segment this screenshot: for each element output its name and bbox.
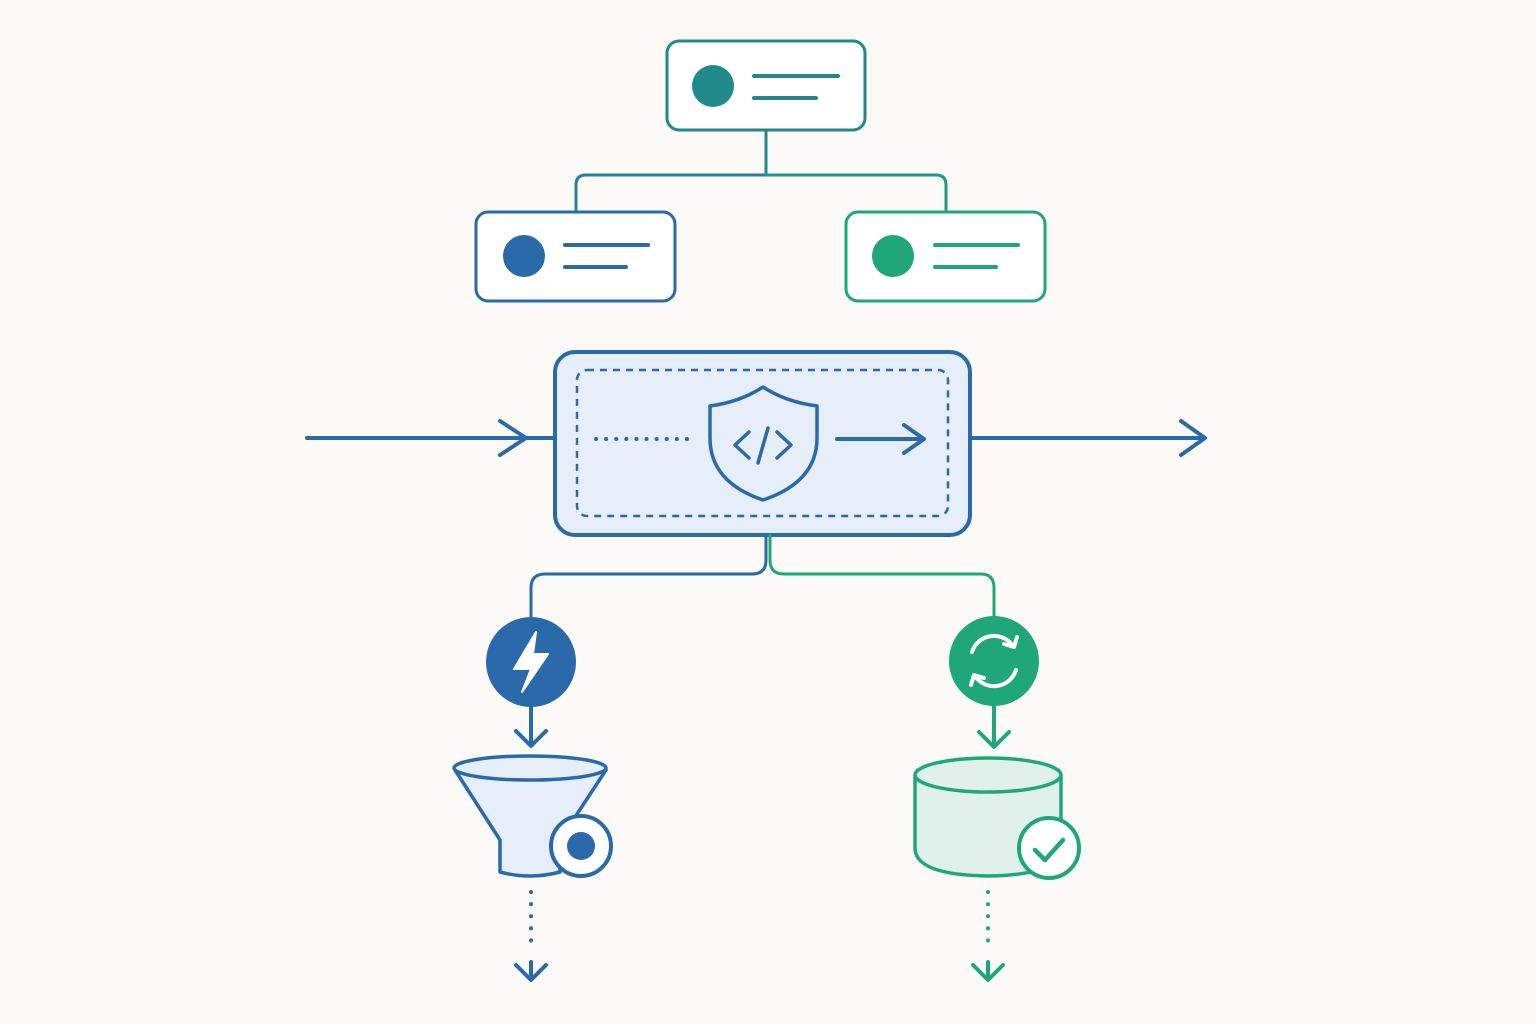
root-card[interactable] xyxy=(665,39,867,132)
shield-code-icon xyxy=(708,385,819,502)
sync-icon xyxy=(969,633,1019,689)
sync-action-node[interactable] xyxy=(949,616,1039,706)
record-dot-icon xyxy=(549,814,613,878)
database-node[interactable] xyxy=(913,756,1081,880)
processor-inner-dashed-frame xyxy=(575,368,950,518)
funnel-icon xyxy=(452,754,608,878)
processor-inner-arrow xyxy=(835,423,926,455)
funnel-node[interactable] xyxy=(452,754,613,878)
input-arrow xyxy=(305,419,557,457)
connector-root-to-children xyxy=(574,128,948,214)
left-child-card[interactable] xyxy=(474,210,677,303)
checkmark-icon xyxy=(1017,816,1081,880)
root-card-avatar xyxy=(692,65,734,107)
output-arrow xyxy=(968,419,1207,457)
right-child-card[interactable] xyxy=(844,210,1047,303)
processor-box[interactable] xyxy=(553,350,972,537)
lightning-bolt-icon xyxy=(513,631,549,693)
connector-processor-branches xyxy=(529,533,996,620)
database-dotted-output-arrow xyxy=(971,890,1005,982)
right-child-avatar xyxy=(872,235,914,277)
left-child-avatar xyxy=(503,235,545,277)
funnel-dotted-output-arrow xyxy=(514,890,548,982)
arrow-to-database xyxy=(977,704,1011,749)
lightning-action-node[interactable] xyxy=(486,617,576,707)
arrow-to-funnel xyxy=(514,705,548,748)
